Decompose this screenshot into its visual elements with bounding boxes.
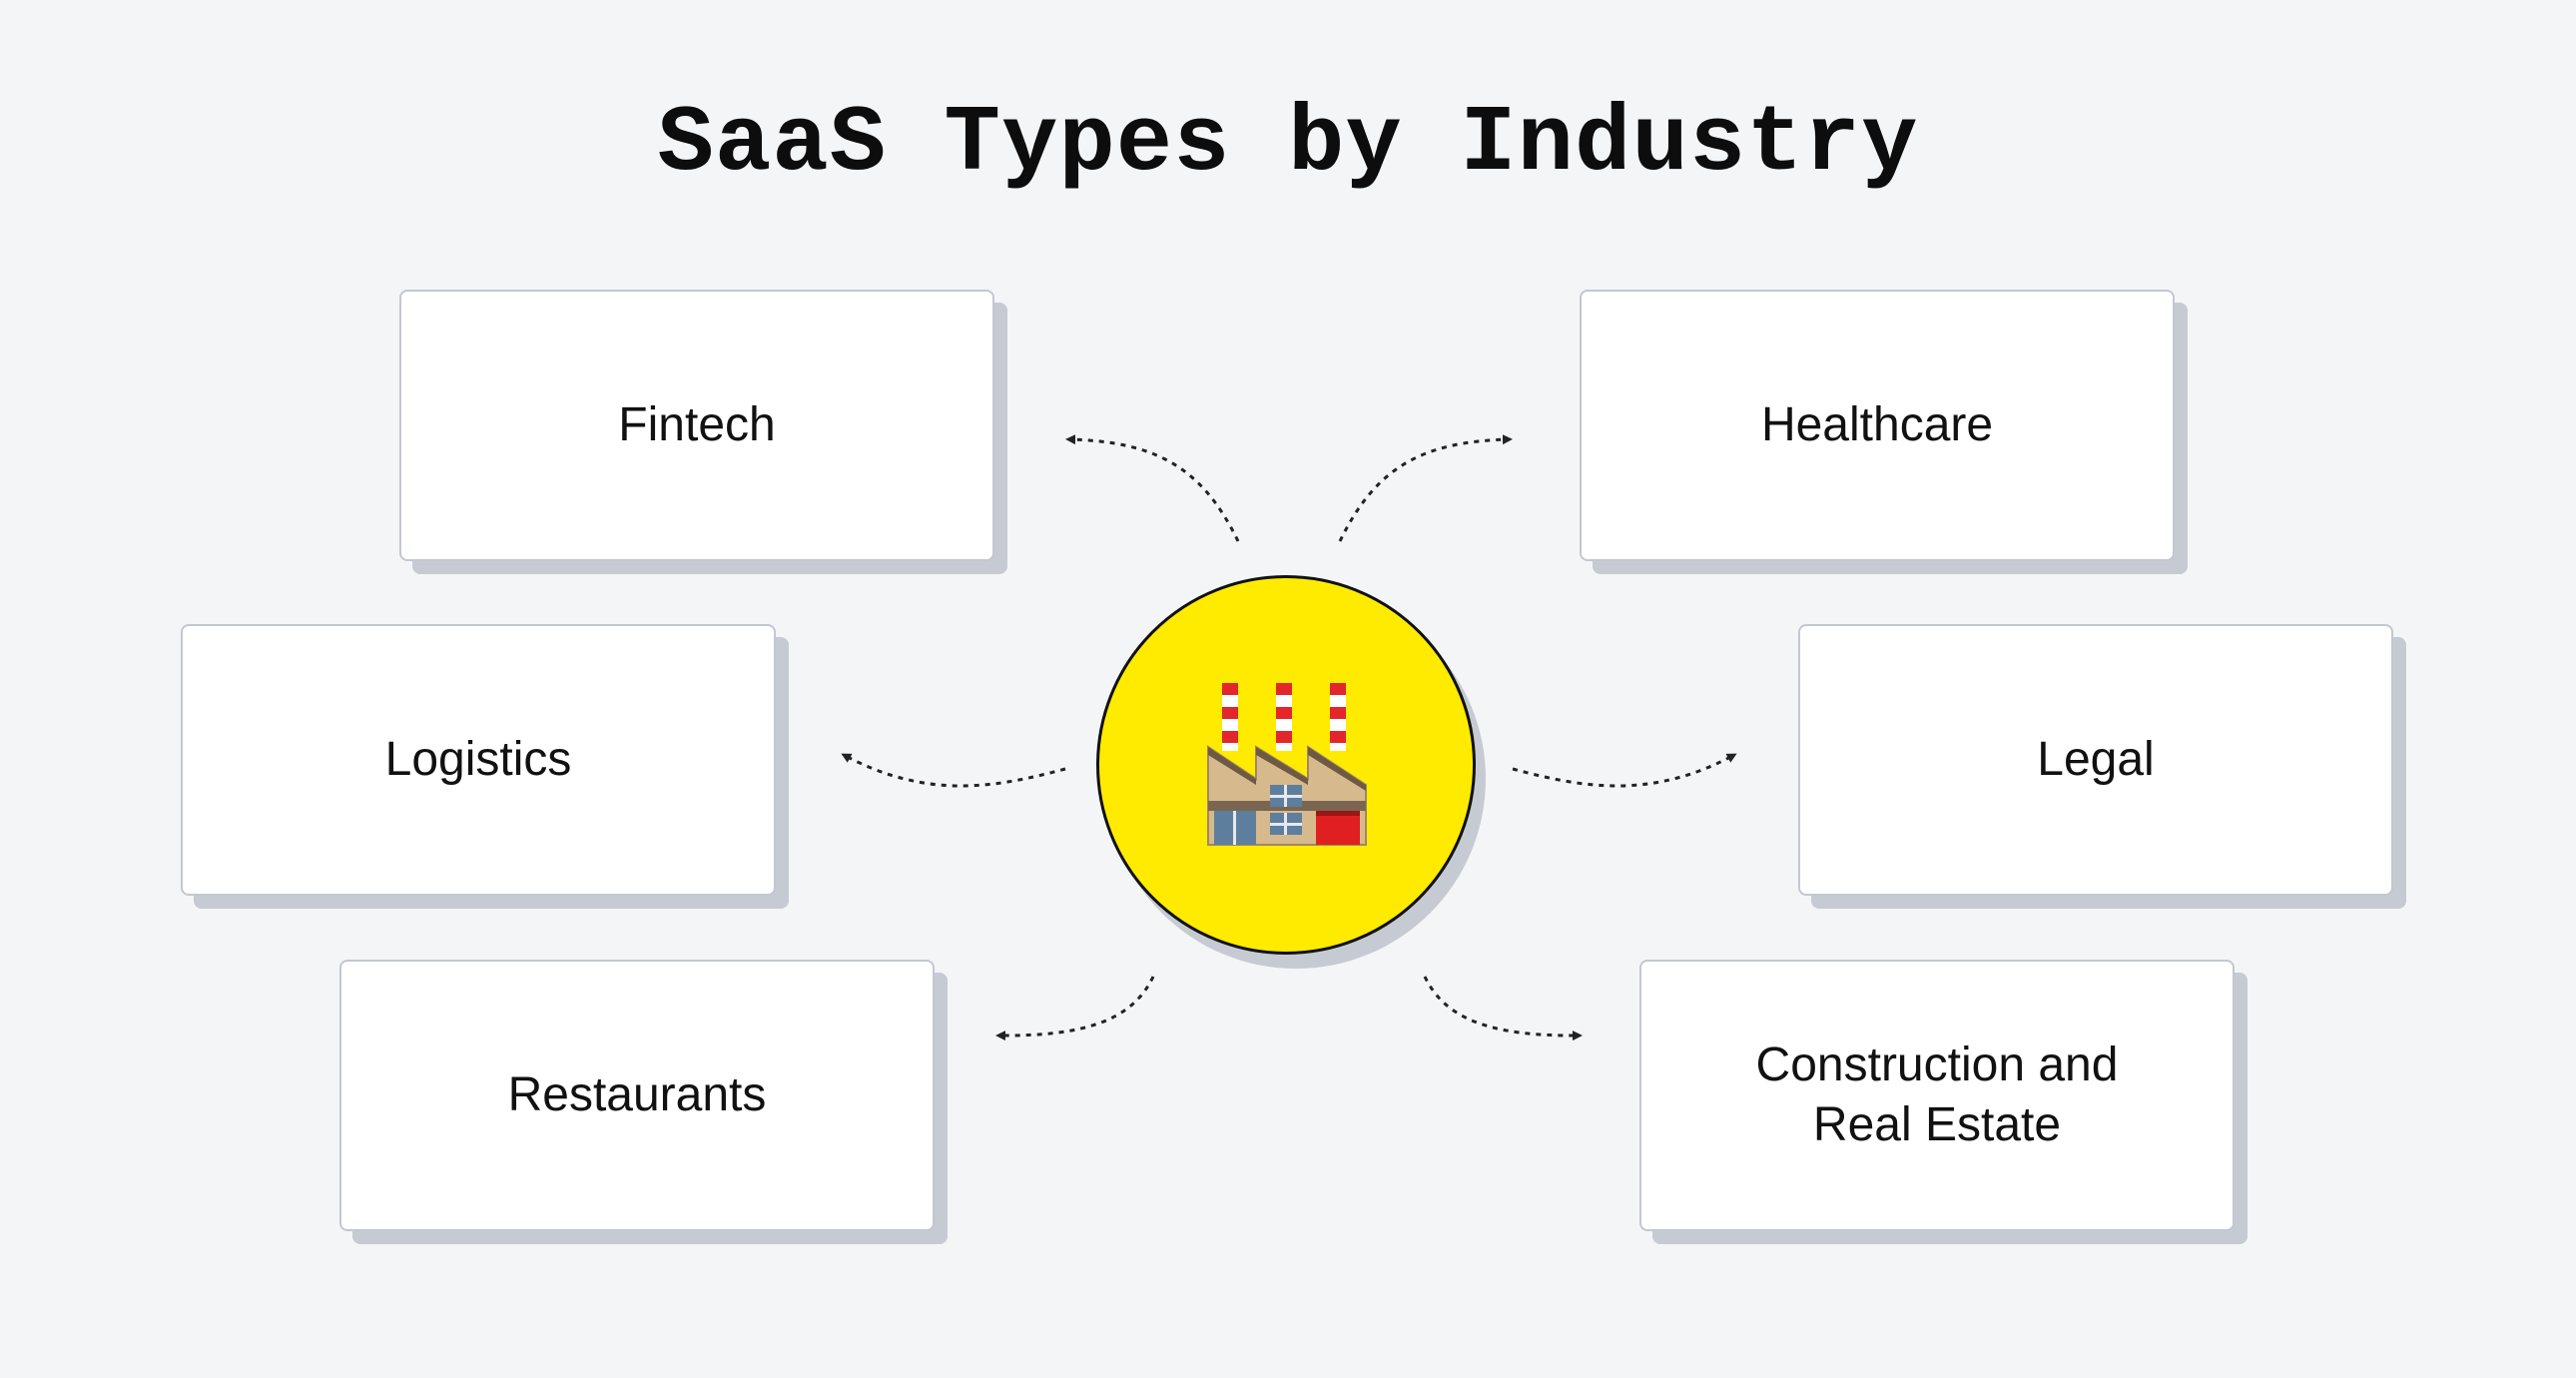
card-legal: Legal bbox=[1798, 624, 2393, 896]
card-fintech: Fintech bbox=[399, 290, 994, 561]
card-construction-real-estate: Construction and Real Estate bbox=[1639, 960, 2235, 1231]
card-label-logistics: Logistics bbox=[384, 733, 572, 786]
card-label-healthcare: Healthcare bbox=[1760, 398, 1994, 451]
arrow-to-legal bbox=[1512, 753, 1737, 788]
arrow-to-construction bbox=[1423, 976, 1583, 1041]
card-label-construction-real-estate: Construction and Real Estate bbox=[1755, 1038, 2119, 1151]
diagram-title: SaaS Types by Industry bbox=[657, 92, 1919, 198]
arrow-to-restaurants bbox=[995, 976, 1155, 1041]
card-logistics: Logistics bbox=[181, 624, 776, 896]
arrow-to-fintech bbox=[1065, 434, 1240, 542]
card-healthcare: Healthcare bbox=[1580, 290, 2175, 561]
arrow-to-healthcare bbox=[1338, 434, 1513, 542]
card-label-legal: Legal bbox=[2037, 733, 2155, 786]
arrow-to-logistics bbox=[841, 753, 1066, 788]
card-label-restaurants: Restaurants bbox=[507, 1068, 767, 1121]
card-restaurants: Restaurants bbox=[339, 960, 935, 1231]
factory-icon bbox=[1207, 683, 1367, 846]
card-label-fintech: Fintech bbox=[618, 398, 776, 451]
